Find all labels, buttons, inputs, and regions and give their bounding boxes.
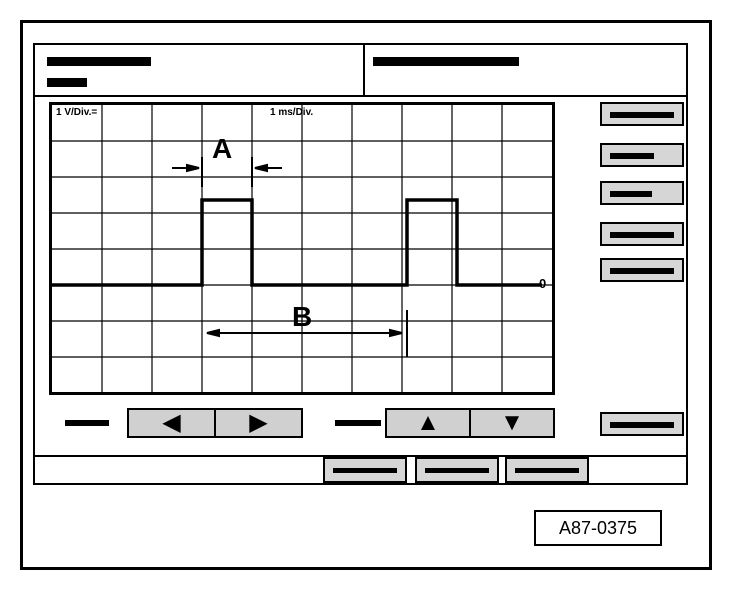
time-per-div-label: 1 ms/Div. (270, 107, 314, 118)
side-button-3[interactable] (600, 181, 684, 205)
header-right (365, 45, 686, 97)
header-right-title-redacted (373, 57, 519, 66)
side-button-2[interactable] (600, 143, 684, 167)
amplitude-shift-controls: ▲ ▼ (385, 408, 555, 438)
soft-button-2[interactable] (415, 457, 499, 483)
shift-right-button[interactable]: ▶ (216, 410, 301, 436)
oscilloscope-display: 1 V/Div.= 1 ms/Div. A B 0 (49, 102, 555, 395)
tester-screen: 1 V/Div.= 1 ms/Div. A B 0 ◀ ▶ ▲ ▼ (33, 43, 688, 485)
left-arrow-icon: ◀ (162, 409, 181, 436)
signal-trace (52, 198, 542, 287)
shift-left-button[interactable]: ◀ (129, 410, 216, 436)
status-bar (35, 455, 686, 483)
zero-reference-label: 0 (539, 276, 547, 291)
marker-a-arrows (172, 157, 282, 187)
time-shift-controls: ◀ ▶ (127, 408, 303, 438)
time-shift-label-redacted (65, 420, 109, 426)
up-arrow-icon: ▲ (416, 409, 440, 436)
shift-down-button[interactable]: ▼ (471, 410, 553, 436)
header-left (35, 45, 365, 97)
figure-reference-label: A87-0375 (534, 510, 662, 546)
right-arrow-icon: ▶ (249, 409, 268, 436)
oscilloscope-grid (52, 105, 552, 392)
side-button-6[interactable] (600, 412, 684, 436)
soft-button-1[interactable] (323, 457, 407, 483)
side-button-1[interactable] (600, 102, 684, 126)
volts-per-div-label: 1 V/Div.= (56, 107, 98, 118)
header-title-redacted (47, 57, 151, 66)
marker-b-label: B (292, 301, 313, 332)
side-button-4[interactable] (600, 222, 684, 246)
shift-up-button[interactable]: ▲ (387, 410, 471, 436)
down-arrow-icon: ▼ (500, 409, 524, 436)
marker-b-arrows (206, 310, 408, 357)
marker-a-label: A (212, 133, 233, 164)
header-subtitle-redacted (47, 78, 87, 87)
soft-button-3[interactable] (505, 457, 589, 483)
amplitude-shift-label-redacted (335, 420, 381, 426)
side-button-5[interactable] (600, 258, 684, 282)
